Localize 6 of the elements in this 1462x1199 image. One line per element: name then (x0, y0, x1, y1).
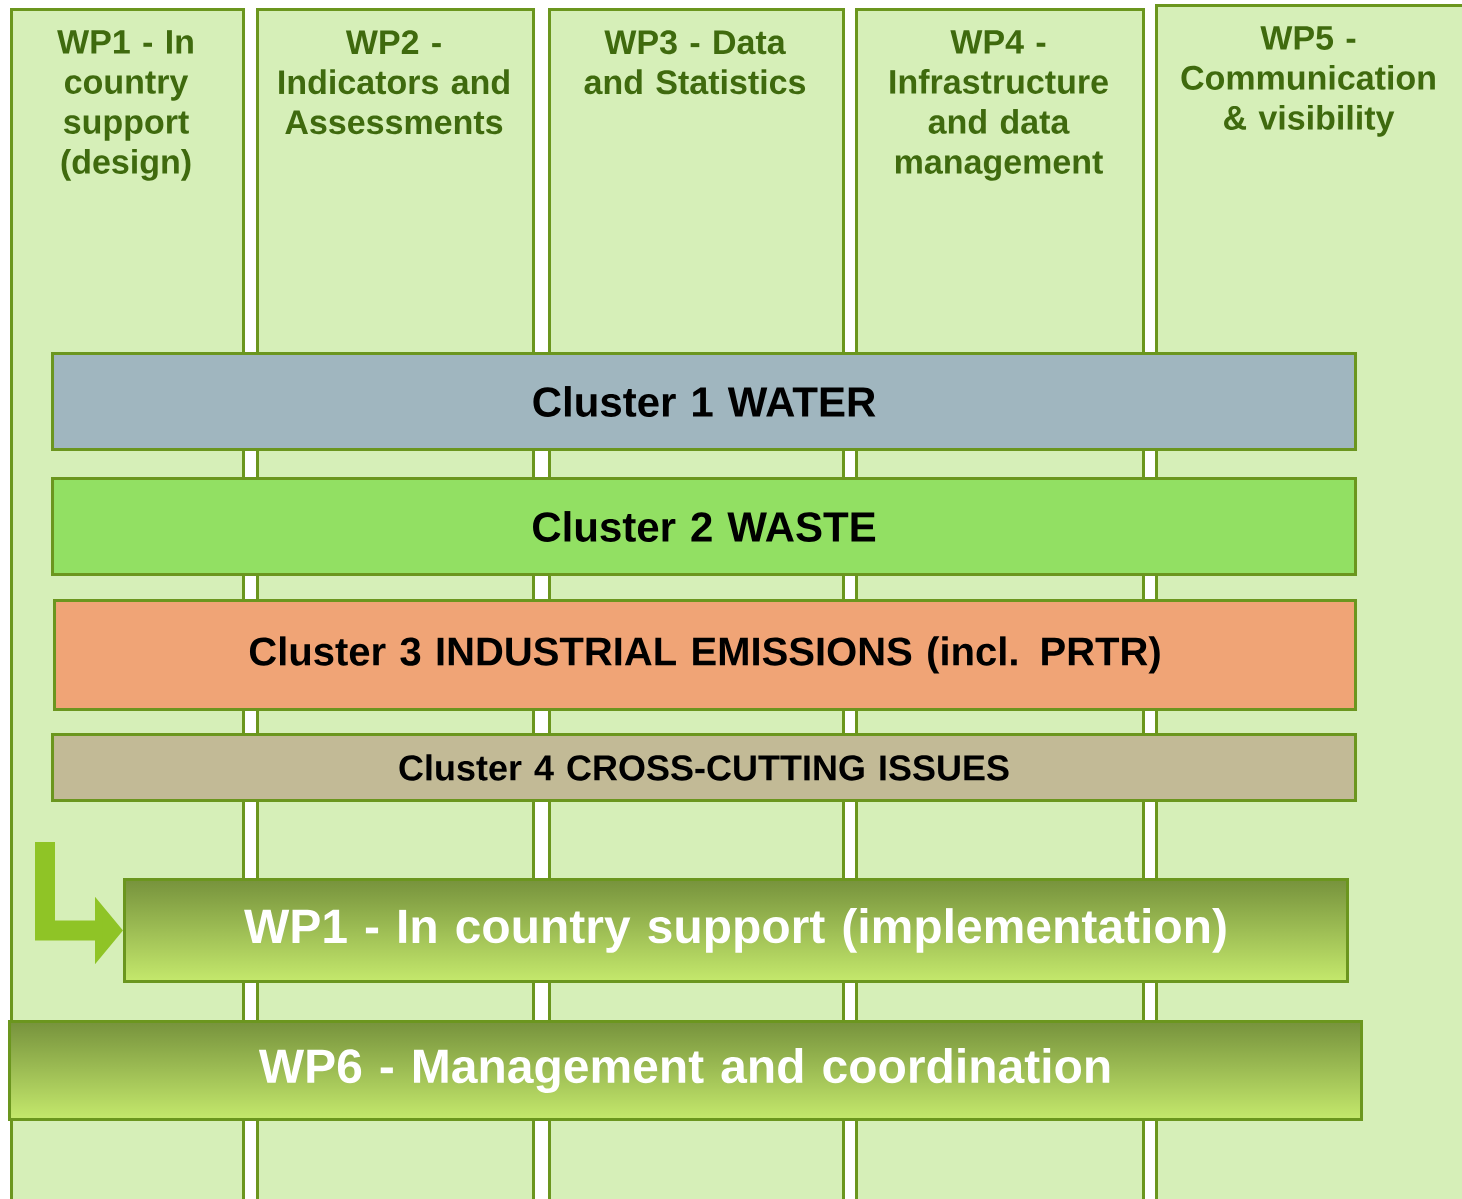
cluster-bar: Cluster 2 WASTE (51, 477, 1357, 576)
work-package-bar: WP6 - Management and coordination (8, 1020, 1363, 1121)
cluster-bar: Cluster 3 INDUSTRIAL EMISSIONS (incl. PRTR) (53, 599, 1357, 711)
work-package-bar: WP1 - In country support (implementation) (123, 878, 1349, 983)
cluster-bar: Cluster 4 CROSS-CUTTING ISSUES (51, 733, 1357, 802)
cluster-bar: Cluster 1 WATER (51, 352, 1357, 451)
